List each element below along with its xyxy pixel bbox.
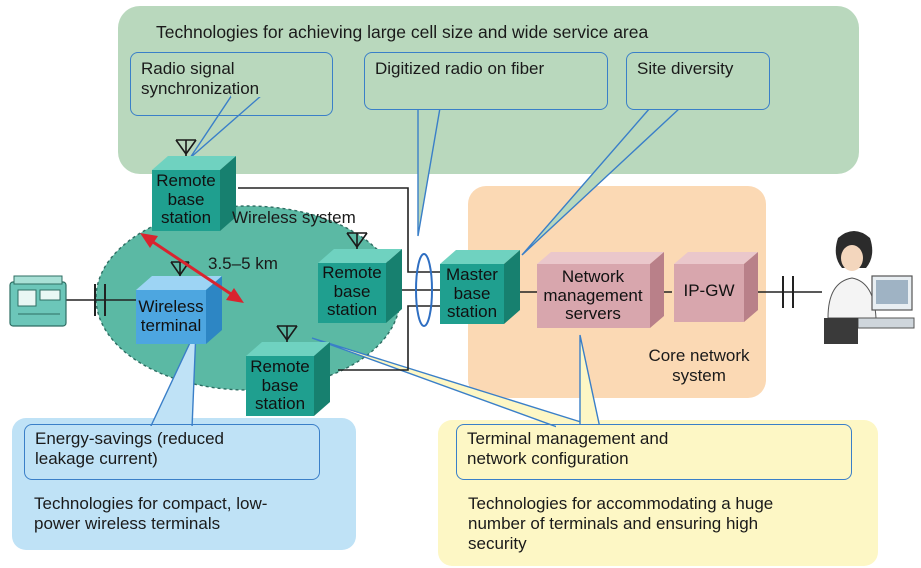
energy-callout-line-2: leakage current) — [35, 449, 158, 468]
terminal-mgmt-callout: Terminal management and network configur… — [456, 424, 852, 480]
terminal-mgmt-line-2: network configuration — [467, 449, 629, 468]
wireless-system-label: Wireless system — [232, 208, 356, 227]
connection-lines — [66, 187, 822, 371]
fiber-callout-text: Digitized radio on fiber — [375, 59, 545, 78]
terminal-mgmt-line-1: Terminal management and — [467, 429, 669, 448]
sync-callout: Radio signal synchronization — [130, 52, 333, 116]
antenna-icon — [170, 261, 190, 277]
yellow-panel-line-3: security — [468, 534, 527, 554]
antenna-icons — [170, 139, 368, 342]
person-at-computer-icon — [824, 231, 915, 344]
antenna-icon — [346, 232, 368, 249]
yellow-panel-text: Technologies for accommodating a huge nu… — [468, 494, 773, 554]
energy-callout: Energy-savings (reduced leakage current) — [24, 424, 320, 480]
fiber-ring — [415, 253, 433, 327]
distance-arrow — [140, 233, 244, 303]
blue-panel-line-1: Technologies for compact, low- — [34, 494, 268, 513]
green-panel — [118, 6, 859, 174]
sync-callout-text: Radio signal synchronization — [141, 59, 260, 98]
remote-station-2-box — [318, 249, 402, 323]
core-network-line-1: Core network — [648, 346, 750, 365]
nms-box — [537, 252, 664, 328]
energy-callout-line-1: Energy-savings (reduced — [35, 429, 224, 448]
meter-device-icon — [9, 275, 67, 327]
remote-station-3-box — [246, 342, 330, 416]
wireless-terminal-box — [136, 276, 222, 344]
break-marks — [94, 276, 794, 316]
core-network-label: Core network system — [636, 346, 762, 386]
blue-panel-text: Technologies for compact, low- power wir… — [34, 494, 267, 534]
yellow-panel-line-2: number of terminals and ensuring high — [468, 514, 759, 534]
remote-station-1-box — [152, 156, 236, 231]
diversity-callout: Site diversity — [626, 52, 770, 110]
antenna-icon — [175, 139, 197, 156]
core-network-line-2: system — [672, 366, 726, 386]
ipgw-box — [674, 252, 758, 322]
yellow-panel — [438, 420, 878, 566]
distance-label: 3.5–5 km — [208, 254, 278, 273]
top-panel-title: Technologies for achieving large cell si… — [156, 22, 649, 42]
blue-panel-line-2: power wireless terminals — [34, 514, 221, 534]
master-station-box — [440, 250, 520, 324]
antenna-icon — [276, 325, 298, 342]
blue-panel — [12, 418, 356, 550]
diversity-callout-text: Site diversity — [637, 59, 734, 78]
fiber-callout: Digitized radio on fiber — [364, 52, 608, 110]
yellow-panel-line-1: Technologies for accommodating a huge — [468, 494, 774, 513]
